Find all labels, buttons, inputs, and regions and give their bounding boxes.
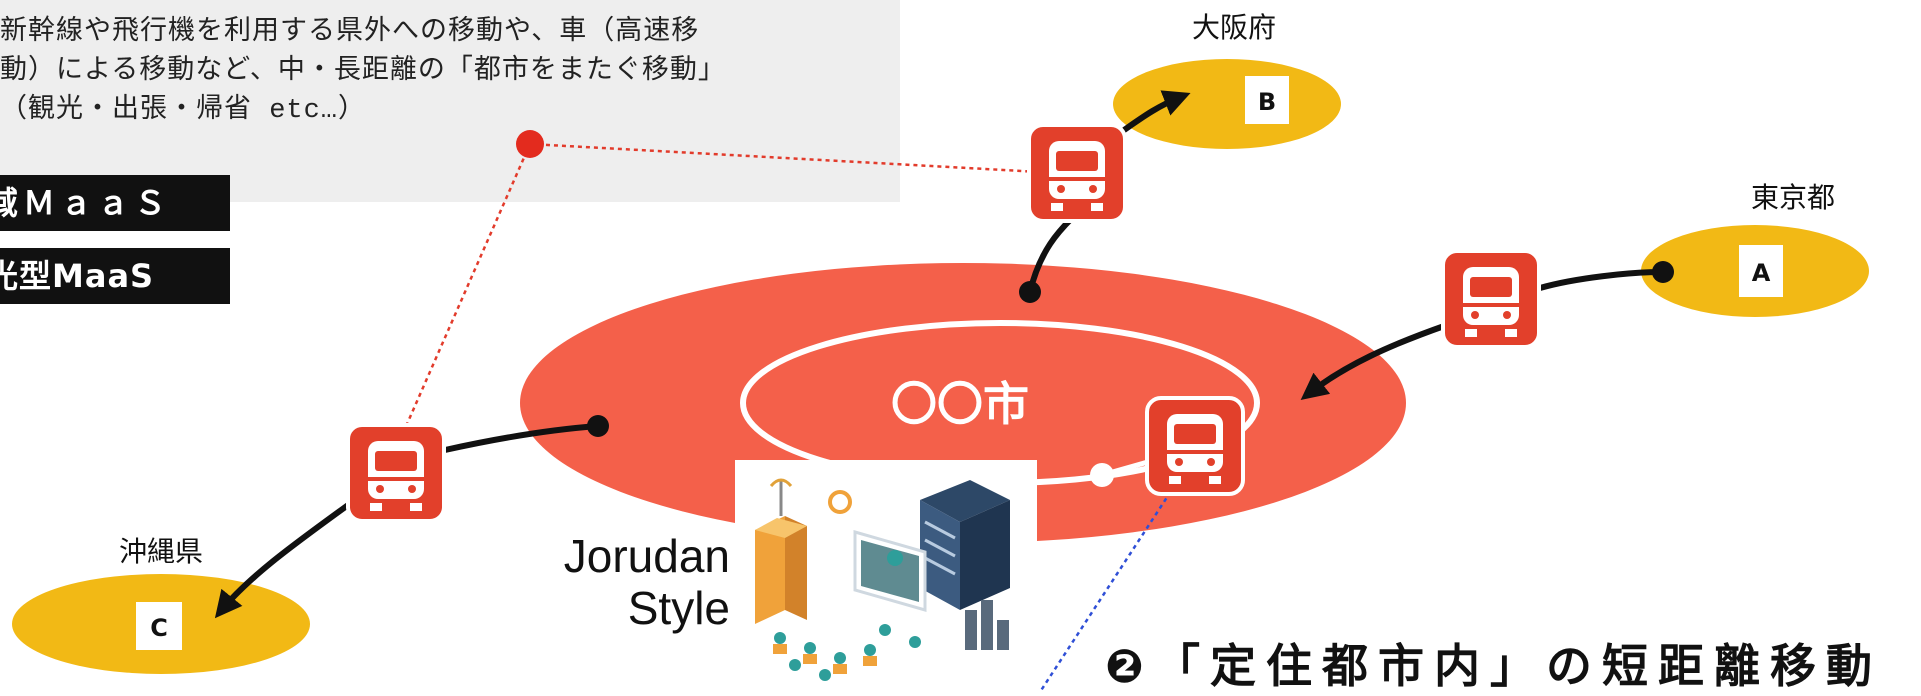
description-panel: 新幹線や飛行機を利用する県外への移動や、車（高速移 動）による移動など、中・長距… bbox=[0, 0, 900, 202]
link-line-red-horizontal bbox=[529, 142, 1041, 174]
badge-a bbox=[1739, 245, 1783, 297]
train-icon bbox=[1027, 123, 1127, 223]
illustration-graphics bbox=[755, 478, 1010, 681]
route-okinawa-start bbox=[587, 415, 609, 437]
destination-osaka bbox=[1113, 59, 1341, 149]
maas-tag-tourism: 光型MaaS bbox=[0, 248, 230, 304]
badge-b bbox=[1245, 76, 1289, 124]
route-osaka-start bbox=[1019, 281, 1041, 303]
city-label-tokyo: 東京都 bbox=[1750, 181, 1836, 214]
city-building-illustration bbox=[735, 460, 1037, 692]
description-line-3: （観光・出張・帰省 etc…） bbox=[0, 96, 367, 126]
bottom-caption: ❷「定住都市内」の短距離移動 bbox=[1105, 639, 1882, 693]
badge-c bbox=[136, 602, 182, 650]
brand-line-2: Style bbox=[627, 582, 730, 634]
route-tokyo-start bbox=[1652, 261, 1674, 283]
train-icon bbox=[346, 423, 446, 523]
route-local-start bbox=[1090, 463, 1114, 487]
badge-b-letter: B bbox=[1258, 88, 1276, 116]
jorudan-style-label: Jorudan Style bbox=[540, 530, 730, 634]
route-okinawa-segment bbox=[444, 423, 599, 453]
description-text: 新幹線や飛行機を利用する県外への移動や、車（高速移 動）による移動など、中・長距… bbox=[0, 14, 726, 131]
route-okinawa-arrow bbox=[214, 497, 357, 619]
route-tokyo-segment bbox=[1539, 269, 1664, 291]
link-line-blue bbox=[1038, 484, 1177, 692]
badge-c-letter: C bbox=[150, 614, 168, 642]
train-icon bbox=[1441, 249, 1541, 349]
train-icon bbox=[1145, 396, 1245, 496]
link-line-red-diagonal bbox=[398, 143, 532, 441]
city-name: 〇〇市 bbox=[891, 377, 1029, 431]
description-line-2: 動）による移動など、中・長距離の「都市をまたぐ移動」 bbox=[0, 57, 726, 87]
brand-line-1: Jorudan bbox=[563, 530, 730, 582]
link-anchor-dot bbox=[516, 130, 544, 158]
badge-a-letter: A bbox=[1752, 259, 1771, 287]
maas-tag-regional: 域ＭａａＳ bbox=[0, 175, 230, 231]
description-line-1: 新幹線や飛行機を利用する県外への移動や、車（高速移 bbox=[0, 18, 700, 48]
city-label-okinawa: 沖縄県 bbox=[118, 535, 204, 568]
city-label-osaka: 大阪府 bbox=[1191, 11, 1277, 44]
route-tokyo-arrow bbox=[1300, 322, 1448, 401]
route-osaka-arrow bbox=[1118, 90, 1191, 136]
